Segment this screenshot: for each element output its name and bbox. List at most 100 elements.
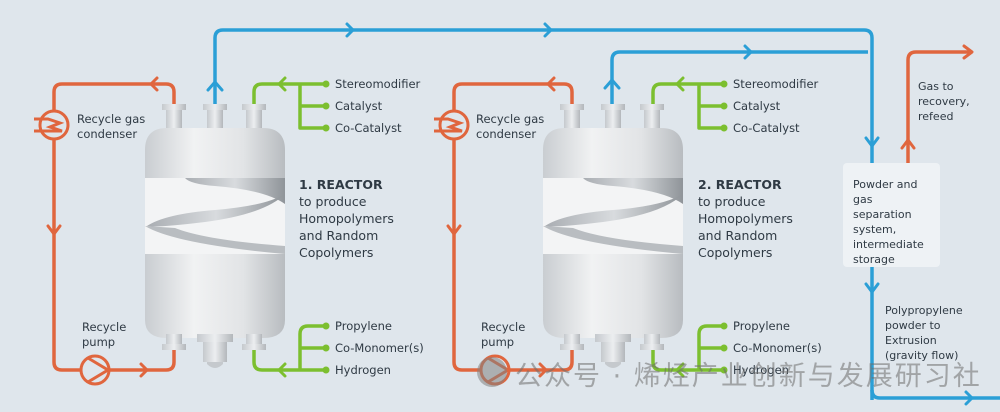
top-nozzle-flange <box>640 104 664 110</box>
reactor1-recycle-arrows <box>46 76 159 378</box>
bottom-nozzle-neck <box>166 334 182 344</box>
reactor1-pump-icon <box>79 354 111 386</box>
label-line: Recycle gas <box>77 112 146 126</box>
reactor2-condenser-icon <box>434 109 470 141</box>
reactor2-feed-propylene: Propylene <box>733 319 790 333</box>
label-line: powder to <box>885 319 941 332</box>
top-nozzle-flange <box>162 104 186 110</box>
reactor2-feed-stereomodifier: Stereomodifier <box>733 77 819 91</box>
reactor1-feed-hydrogen: Hydrogen <box>335 363 391 377</box>
product-line-main <box>213 28 1000 400</box>
reactor2-bottom-feed-lines <box>651 324 724 372</box>
label-line: condenser <box>77 127 138 141</box>
reactor2-desc-line: Copolymers <box>698 245 773 260</box>
reactor1-top-feed-arrow <box>277 76 287 92</box>
top-nozzle-flange <box>242 104 266 110</box>
label-line: Polypropylene <box>885 304 963 317</box>
reactor2-desc-line: Homopolymers <box>698 211 793 226</box>
reactor2-recycle-arrows <box>446 76 556 378</box>
bottom-outlet-cap <box>605 362 621 368</box>
label-line: recovery, <box>918 95 970 108</box>
label-line: condenser <box>476 127 537 141</box>
reactor2-desc-line: and Random <box>698 228 778 243</box>
bottom-outlet <box>601 342 625 362</box>
bottom-outlet-flange <box>197 334 233 342</box>
reactor1-pump-label: Recycle pump <box>82 320 126 350</box>
top-nozzle-neck <box>644 110 660 130</box>
label-line: pump <box>481 335 515 349</box>
helix-band <box>545 194 683 227</box>
product-flow-arrows <box>206 22 974 406</box>
reactor2-vessel <box>543 104 683 368</box>
label-line: Recycle <box>82 320 127 334</box>
label-line: Gas to <box>918 80 954 93</box>
gas-recovery-label: Gas to recovery, refeed <box>918 79 970 124</box>
reactor1-feed-cocatalyst: Co-Catalyst <box>335 121 402 135</box>
reactor1-feed-catalyst: Catalyst <box>335 99 383 113</box>
bottom-nozzle-flange <box>560 344 584 350</box>
box-line: storage <box>853 253 895 266</box>
reactor2-bottom-feed-arrow <box>675 362 685 378</box>
top-nozzle-flange <box>601 104 625 110</box>
bottom-nozzle-flange <box>640 344 664 350</box>
top-nozzle-flange <box>560 104 584 110</box>
label-line: Recycle <box>481 320 526 334</box>
reactor2-feed-cocatalyst: Co-Catalyst <box>733 121 800 135</box>
bottom-outlet-cap <box>207 362 223 368</box>
reactor1-desc-line: Homopolymers <box>299 211 394 226</box>
reactor1-desc-line: Copolymers <box>299 245 374 260</box>
reactor1-desc-line: to produce <box>299 194 367 209</box>
reactor1-feed-comonomer: Co-Monomer(s) <box>335 341 424 355</box>
bottom-nozzle-neck <box>564 334 580 344</box>
reactor1-desc-line: and Random <box>299 228 379 243</box>
box-line: system, <box>853 223 897 236</box>
reactor1-condenser-label: Recycle gas condenser <box>77 112 145 142</box>
reactor1-top-feed-points <box>322 80 330 132</box>
reactor1-bottom-feed-points <box>322 322 330 374</box>
reactor1-feed-stereomodifier: Stereomodifier <box>335 77 421 91</box>
top-nozzle-neck <box>246 110 262 130</box>
reactor1-top-feed-lines <box>252 82 326 130</box>
label-line: pump <box>82 335 116 349</box>
output-label: Polypropylene powder to Extrusion (gravi… <box>885 303 963 363</box>
reactor2-recycle-loop <box>452 82 574 372</box>
top-nozzle-neck <box>166 110 182 130</box>
watermark-text: 公众号 · 烯烃产业创新与发展研习社 <box>515 361 982 392</box>
reactor2-top-feed-points <box>720 80 728 132</box>
reactor2-title: 2. REACTOR to produce Homopolymers and R… <box>698 176 793 261</box>
top-nozzle-flange <box>203 104 227 110</box>
label-line: Recycle gas <box>476 112 545 126</box>
top-nozzle-neck <box>207 110 223 130</box>
helix-band <box>147 194 285 227</box>
label-line: refeed <box>918 110 954 123</box>
top-nozzle-neck <box>605 110 621 130</box>
reactor2-feed-comonomer: Co-Monomer(s) <box>733 341 822 355</box>
reactor1-recycle-loop <box>52 82 176 372</box>
reactor1-name: 1. REACTOR <box>299 177 383 192</box>
gas-recovery-arrows <box>900 44 974 150</box>
helix-band <box>583 178 683 204</box>
label-line: (gravity flow) <box>885 349 959 362</box>
reactor2-bottom-feed-points <box>720 322 728 374</box>
box-line: gas separation <box>853 193 912 221</box>
bottom-nozzle-flange <box>242 344 266 350</box>
reactor1-title: 1. REACTOR to produce Homopolymers and R… <box>299 176 394 261</box>
gas-recovery-line <box>906 50 970 163</box>
bottom-nozzle-neck <box>644 334 660 344</box>
bottom-nozzle-neck <box>246 334 262 344</box>
box-line: Powder and <box>853 178 918 191</box>
bottom-outlet <box>203 342 227 362</box>
helix-band <box>145 226 285 254</box>
top-nozzle-neck <box>564 110 580 130</box>
separation-system-box: Powder and gas separation system, interm… <box>843 163 940 267</box>
reactor2-name: 2. REACTOR <box>698 177 782 192</box>
reactor2-top-feed-arrow <box>675 76 685 92</box>
bottom-outlet-flange <box>595 334 631 342</box>
helix-band <box>543 226 683 254</box>
reactor2-condenser-label: Recycle gas condenser <box>476 112 544 142</box>
box-line: intermediate <box>853 238 924 251</box>
reactor1-bottom-feed-arrow <box>277 362 287 378</box>
reactor2-feed-catalyst: Catalyst <box>733 99 781 113</box>
reactor1-condenser-icon <box>34 109 70 141</box>
